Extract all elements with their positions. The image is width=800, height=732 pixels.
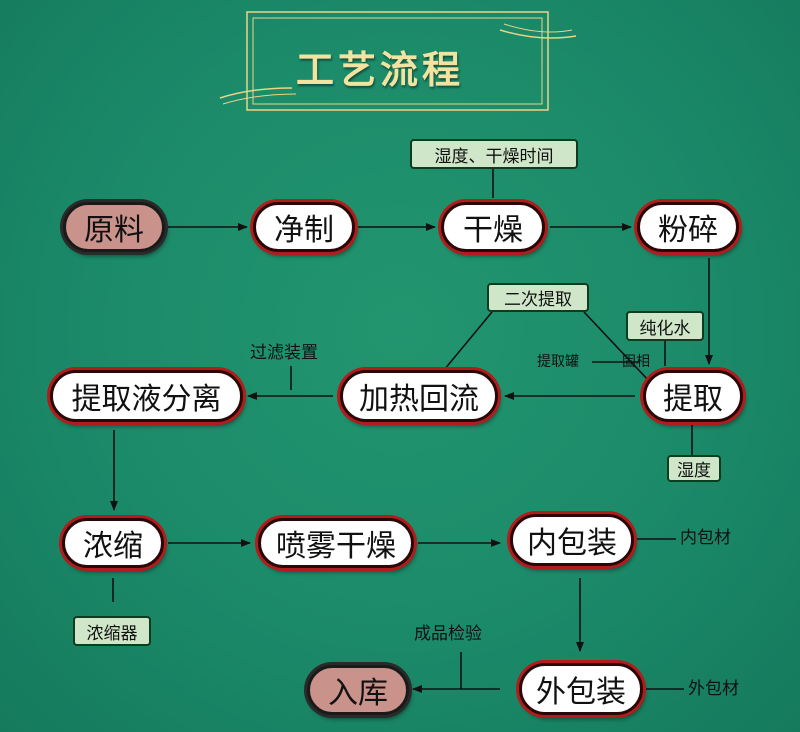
node-crush: 粉碎: [637, 202, 739, 252]
node-concentrate: 浓缩: [62, 518, 164, 568]
page-title: 工艺流程: [296, 47, 465, 92]
node-inner-pack: 内包装: [510, 514, 634, 566]
node-dry: 干燥: [441, 202, 545, 252]
title-frame: [219, 11, 577, 111]
label-inner-material: 内包材: [680, 528, 731, 548]
line-reflux-second: [443, 311, 493, 371]
line-second-extract: [583, 311, 651, 383]
label-extraction-tank: 提取罐: [537, 354, 579, 370]
node-heat-reflux: 加热回流: [340, 370, 498, 422]
label-product-inspection: 成品检验: [414, 624, 482, 644]
node-spray-dry: 喷雾干燥: [258, 518, 414, 568]
label-filter-device: 过滤装置: [250, 343, 318, 363]
tag-purified-water: 纯化水: [626, 311, 704, 341]
node-extract-separation: 提取液分离: [50, 370, 243, 422]
node-extract: 提取: [643, 370, 743, 422]
node-warehouse: 入库: [307, 665, 409, 715]
label-solid-phase: 固相: [622, 354, 650, 370]
tag-second-extraction: 二次提取: [487, 283, 589, 312]
tag-humidity: 湿度: [667, 455, 721, 482]
node-clean: 净制: [253, 202, 355, 252]
tag-concentrator: 浓缩器: [73, 616, 151, 646]
node-outer-pack: 外包装: [519, 663, 643, 715]
label-outer-material: 外包材: [688, 679, 739, 699]
tag-humidity-drying-time: 湿度、干燥时间: [410, 139, 578, 169]
node-raw-material: 原料: [63, 202, 165, 252]
